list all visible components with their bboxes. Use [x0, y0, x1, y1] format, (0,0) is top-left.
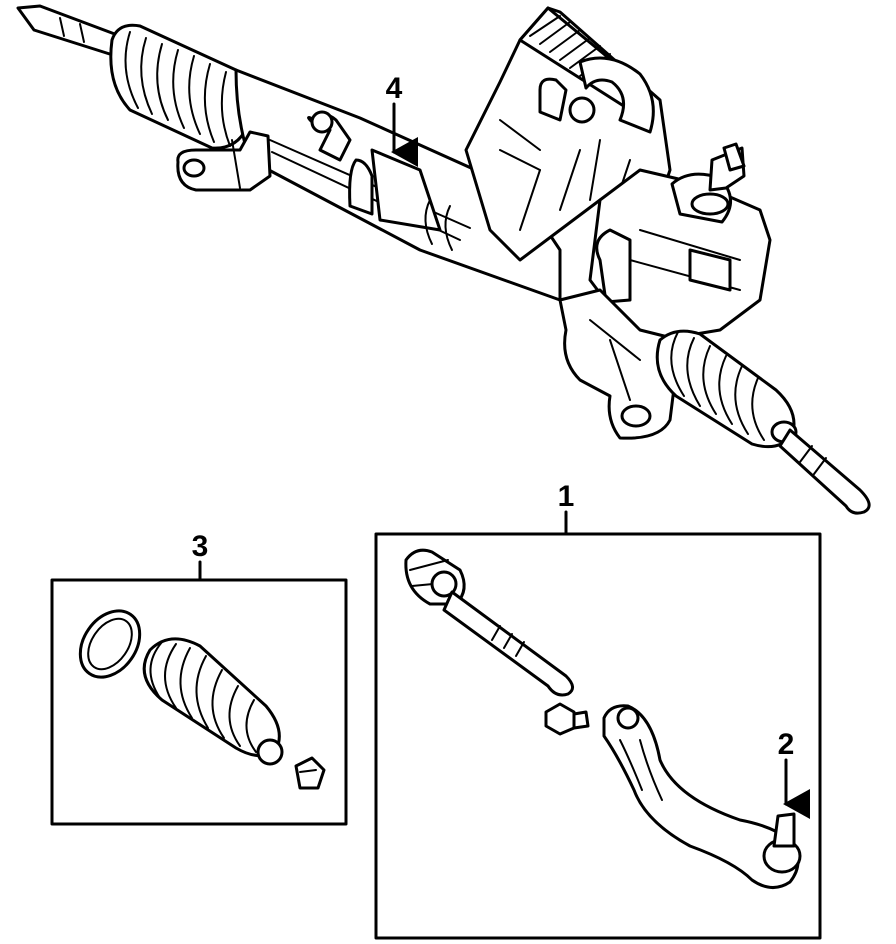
callout-4: 4 — [386, 72, 418, 167]
jam-nut — [544, 702, 590, 736]
tie-rod-kit-frame — [374, 532, 822, 940]
callout-1: 1 — [558, 480, 575, 536]
boot-clamp-ring — [78, 609, 142, 679]
tie-rod-kit-box: 1 2 — [374, 480, 822, 940]
outer-tie-rod-end — [602, 704, 802, 889]
callout-3: 3 — [192, 530, 209, 582]
callout-1-label: 1 — [558, 480, 575, 513]
left-mount-bracket — [176, 130, 272, 192]
callout-2-label: 2 — [778, 728, 795, 761]
boot-kit-box: 3 — [50, 530, 348, 826]
assist-motor-unit — [588, 142, 772, 342]
left-rod-shaft — [16, 4, 122, 58]
right-mount-bracket — [558, 288, 682, 440]
callout-3-label: 3 — [192, 530, 209, 563]
right-bellows-boot — [655, 329, 798, 449]
boot-small-clamp — [294, 756, 326, 790]
steering-rack-assembly — [16, 4, 871, 515]
inner-tie-rod — [404, 548, 574, 697]
callout-4-label: 4 — [386, 72, 403, 105]
callout-2: 2 — [778, 728, 810, 819]
left-bellows-boot — [109, 23, 254, 150]
bellows-boot — [142, 637, 284, 766]
right-rod-shaft — [778, 428, 871, 515]
